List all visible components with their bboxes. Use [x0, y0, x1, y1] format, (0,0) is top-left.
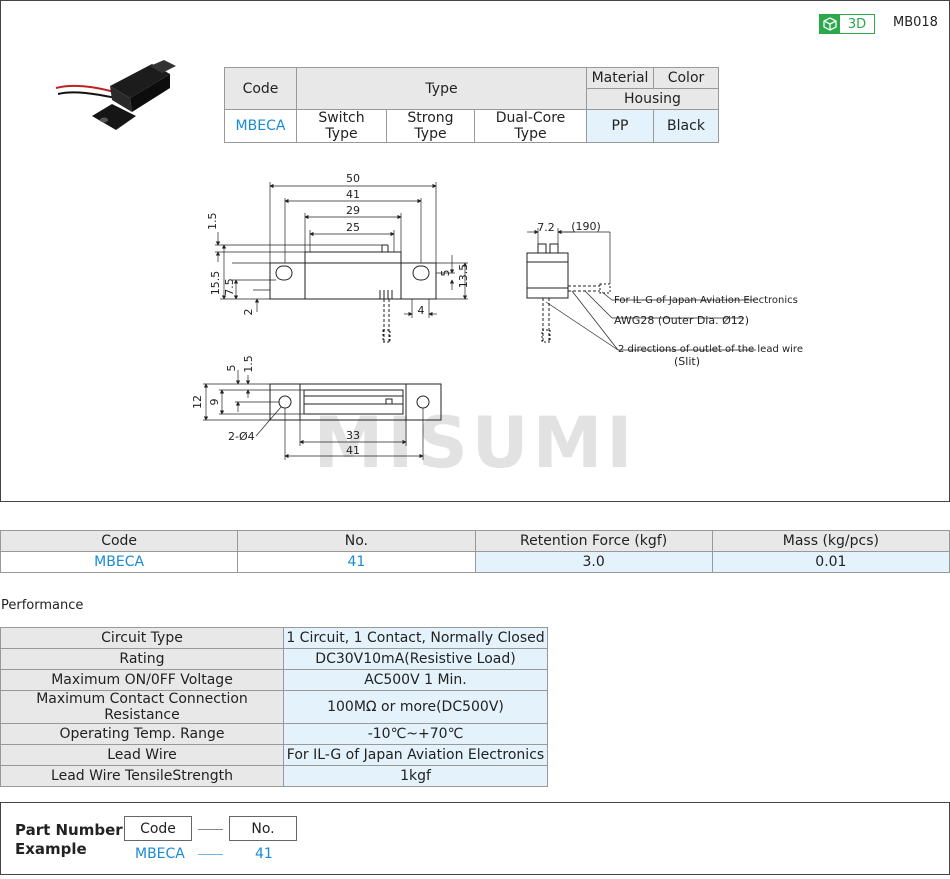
svg-text:5: 5 — [225, 365, 238, 372]
svg-text:(190): (190) — [571, 220, 601, 233]
svg-text:2: 2 — [242, 309, 255, 316]
3d-model-button[interactable]: 3D — [819, 14, 875, 34]
part-number-title-line1: Part Number — [15, 821, 123, 839]
svg-text:(Slit): (Slit) — [674, 355, 700, 368]
svg-text:5: 5 — [439, 270, 452, 277]
color-header: Color — [653, 67, 719, 89]
svg-text:7.5: 7.5 — [223, 278, 236, 296]
svg-text:41: 41 — [346, 444, 360, 457]
product-photo — [55, 60, 176, 130]
product-spec-table: Code Type Material Color Housing MBECA S… — [224, 67, 719, 143]
series-code: MB018 — [893, 15, 938, 30]
code-cell[interactable]: MBECA — [0, 551, 239, 573]
svg-text:7.2: 7.2 — [537, 221, 555, 234]
svg-text:29: 29 — [346, 204, 360, 217]
performance-title: Performance — [1, 598, 84, 613]
mass-cell: 0.01 — [711, 551, 950, 573]
perf-label: Lead Wire TensileStrength — [0, 765, 284, 787]
perf-label: Maximum Contact Connection Resistance — [0, 690, 284, 724]
retention-cell: 3.0 — [474, 551, 713, 573]
type-dual-core: Dual-Core Type — [474, 109, 587, 143]
no-cell[interactable]: 41 — [237, 551, 476, 573]
code-value[interactable]: MBECA — [224, 109, 297, 143]
bottom-view-dims: 12 9 5 1.5 2-Ø4 33 41 — [191, 355, 360, 457]
color-value: Black — [653, 109, 719, 143]
retention-col-header: Retention Force (kgf) — [474, 530, 713, 552]
perf-value: For IL-G of Japan Aviation Electronics — [283, 744, 548, 766]
perf-label: Rating — [0, 648, 284, 670]
part-number-title: Part Number Example — [15, 821, 123, 859]
svg-text:9: 9 — [208, 399, 221, 406]
svg-text:41: 41 — [346, 188, 360, 201]
code-col-header: Code — [0, 530, 239, 552]
code-header: Code — [224, 67, 297, 110]
pn-value-separator — [198, 854, 223, 855]
cube-icon — [820, 15, 840, 33]
perf-label: Lead Wire — [0, 744, 284, 766]
no-col-header: No. — [237, 530, 476, 552]
mass-col-header: Mass (kg/pcs) — [711, 530, 950, 552]
type-header: Type — [296, 67, 587, 110]
svg-text:2-Ø4: 2-Ø4 — [228, 430, 255, 443]
material-header: Material — [586, 67, 654, 89]
perf-label: Operating Temp. Range — [0, 723, 284, 745]
perf-label: Circuit Type — [0, 627, 284, 649]
svg-text:33: 33 — [346, 429, 360, 442]
pn-code-value[interactable]: MBECA — [135, 846, 185, 862]
technical-drawing: MISUMI — [191, 172, 803, 484]
svg-text:50: 50 — [346, 172, 360, 185]
svg-text:12: 12 — [191, 395, 204, 409]
svg-text:AWG28 (Outer Dia. Ø12): AWG28 (Outer Dia. Ø12) — [614, 314, 749, 327]
perf-value: -10℃~+70℃ — [283, 723, 548, 745]
pn-no-value[interactable]: 41 — [255, 846, 273, 862]
svg-text:13.5: 13.5 — [457, 264, 470, 289]
perf-value: 1kgf — [283, 765, 548, 787]
housing-header: Housing — [586, 88, 719, 110]
perf-value: DC30V10mA(Resistive Load) — [283, 648, 548, 670]
perf-value: 100MΩ or more(DC500V) — [283, 690, 548, 724]
3d-label: 3D — [847, 16, 867, 32]
svg-text:1.5: 1.5 — [206, 213, 219, 231]
perf-value: AC500V 1 Min. — [283, 669, 548, 691]
svg-text:15.5: 15.5 — [209, 271, 222, 296]
code-table: Code No. Retention Force (kgf) Mass (kg/… — [0, 530, 950, 573]
svg-text:4: 4 — [418, 304, 425, 317]
svg-text:25: 25 — [346, 221, 360, 234]
svg-text:1.5: 1.5 — [242, 355, 255, 373]
perf-value: 1 Circuit, 1 Contact, Normally Closed — [283, 627, 548, 649]
type-switch: Switch Type — [296, 109, 387, 143]
side-view-notes: 7.2 (190) For IL-G of Japan Aviation Ele… — [537, 220, 803, 368]
part-number-title-line2: Example — [15, 840, 87, 858]
pn-no-box: No. — [229, 816, 297, 841]
pn-code-box: Code — [124, 816, 192, 841]
type-strong: Strong Type — [386, 109, 475, 143]
front-view-dims: 50 41 29 25 1.5 15.5 7.5 2 5 13.5 4 — [206, 172, 470, 317]
part-number-example-panel: Part Number Example Code No. MBECA 41 — [0, 802, 950, 875]
material-value: PP — [586, 109, 654, 143]
svg-text:2 directions of outlet of the: 2 directions of outlet of the lead wire — [618, 344, 803, 355]
perf-label: Maximum ON/0FF Voltage — [0, 669, 284, 691]
pn-separator — [198, 829, 223, 830]
svg-text:For IL-G of Japan Aviation Ele: For IL-G of Japan Aviation Electronics — [614, 295, 798, 306]
